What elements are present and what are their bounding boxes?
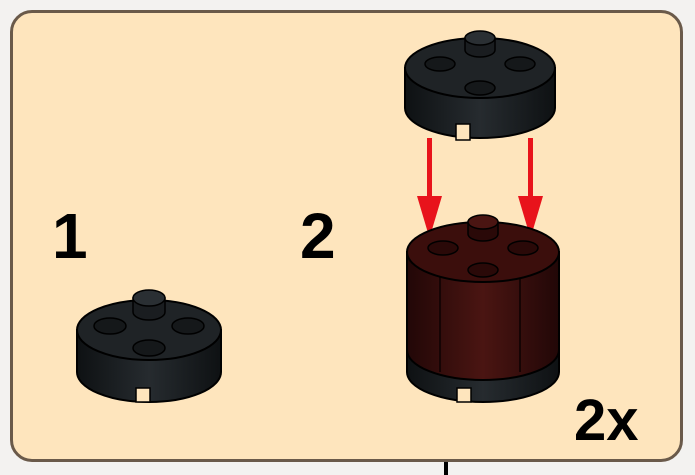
step-number-2: 2 (300, 200, 336, 272)
quantity-label: 2x (574, 388, 639, 453)
stacked-plates-icon (406, 214, 560, 403)
round-plate-icon (404, 30, 556, 141)
down-arrow-icon (417, 138, 442, 238)
page-edge-marker (444, 462, 448, 475)
round-plate-icon (76, 289, 222, 403)
step-number-1: 1 (52, 200, 88, 272)
down-arrow-icon (518, 138, 543, 238)
